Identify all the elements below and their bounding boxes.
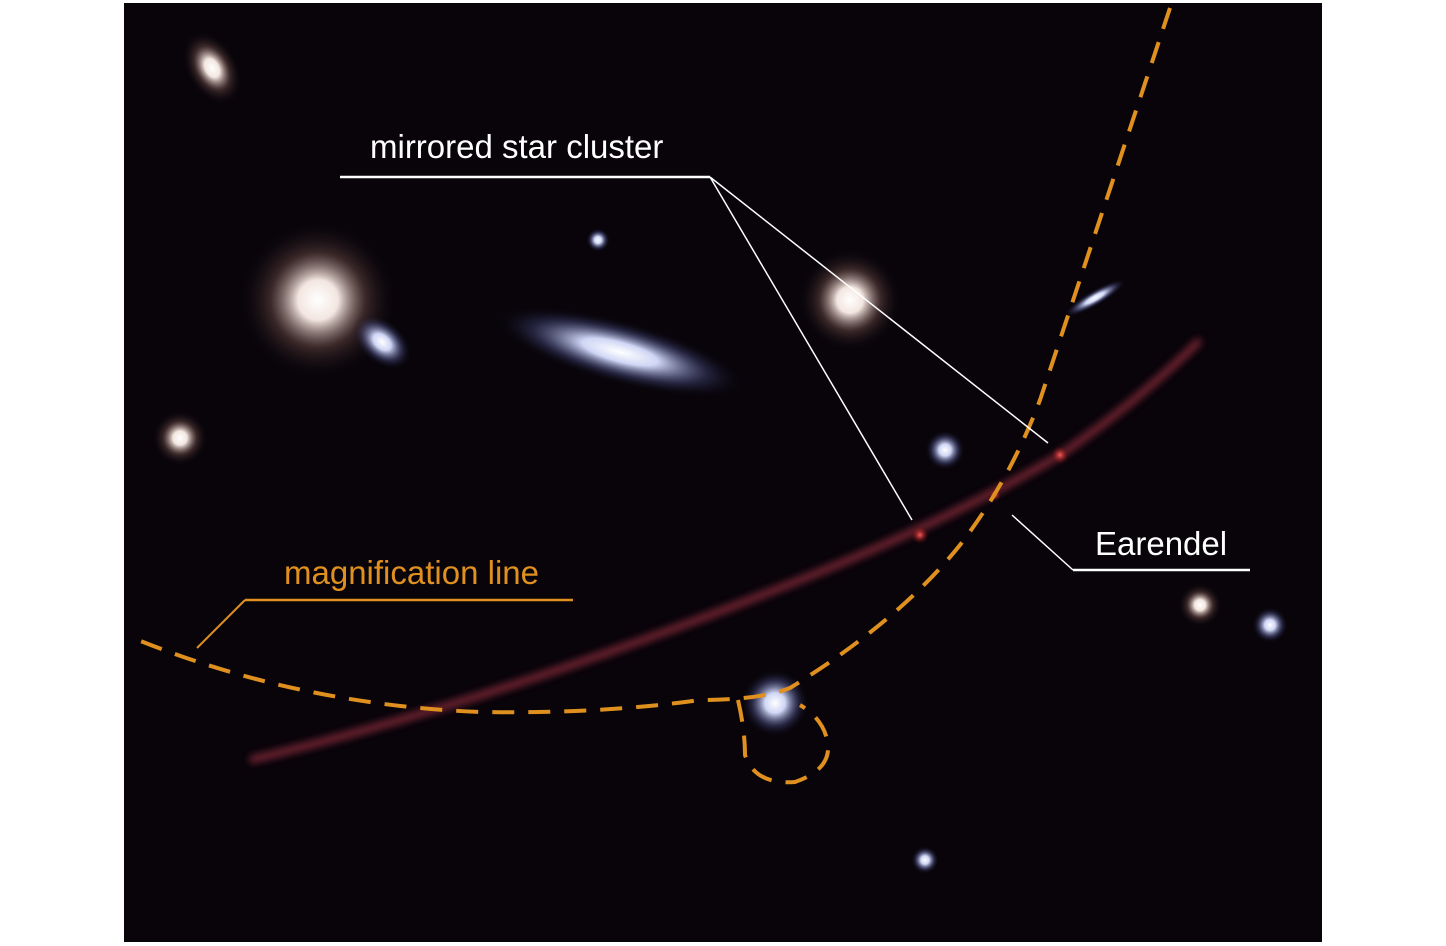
- astronomy-image: [124, 3, 1322, 942]
- galaxy: [181, 31, 243, 105]
- annotation-lines: [196, 175, 1250, 649]
- label-mirrored-star-cluster: mirrored star cluster: [370, 128, 663, 165]
- galaxy: [494, 306, 746, 398]
- galaxies: [152, 31, 1288, 874]
- label-magnification-line: magnification line: [284, 554, 539, 591]
- galaxy: [798, 248, 902, 352]
- galaxy: [586, 228, 610, 252]
- magnification-line: [137, 7, 1172, 785]
- galaxy: [352, 314, 412, 370]
- galaxy: [152, 410, 208, 466]
- galaxy: [1178, 583, 1222, 627]
- galaxy: [1063, 278, 1127, 318]
- star-cluster-image: [911, 526, 929, 544]
- lensed-arc: [249, 337, 1203, 764]
- galaxy: [925, 430, 965, 470]
- galaxy: [741, 669, 809, 737]
- galaxy: [911, 846, 939, 874]
- label-earendel: Earendel: [1095, 525, 1227, 562]
- star-cluster-image: [1051, 446, 1069, 464]
- galaxy: [1252, 607, 1288, 643]
